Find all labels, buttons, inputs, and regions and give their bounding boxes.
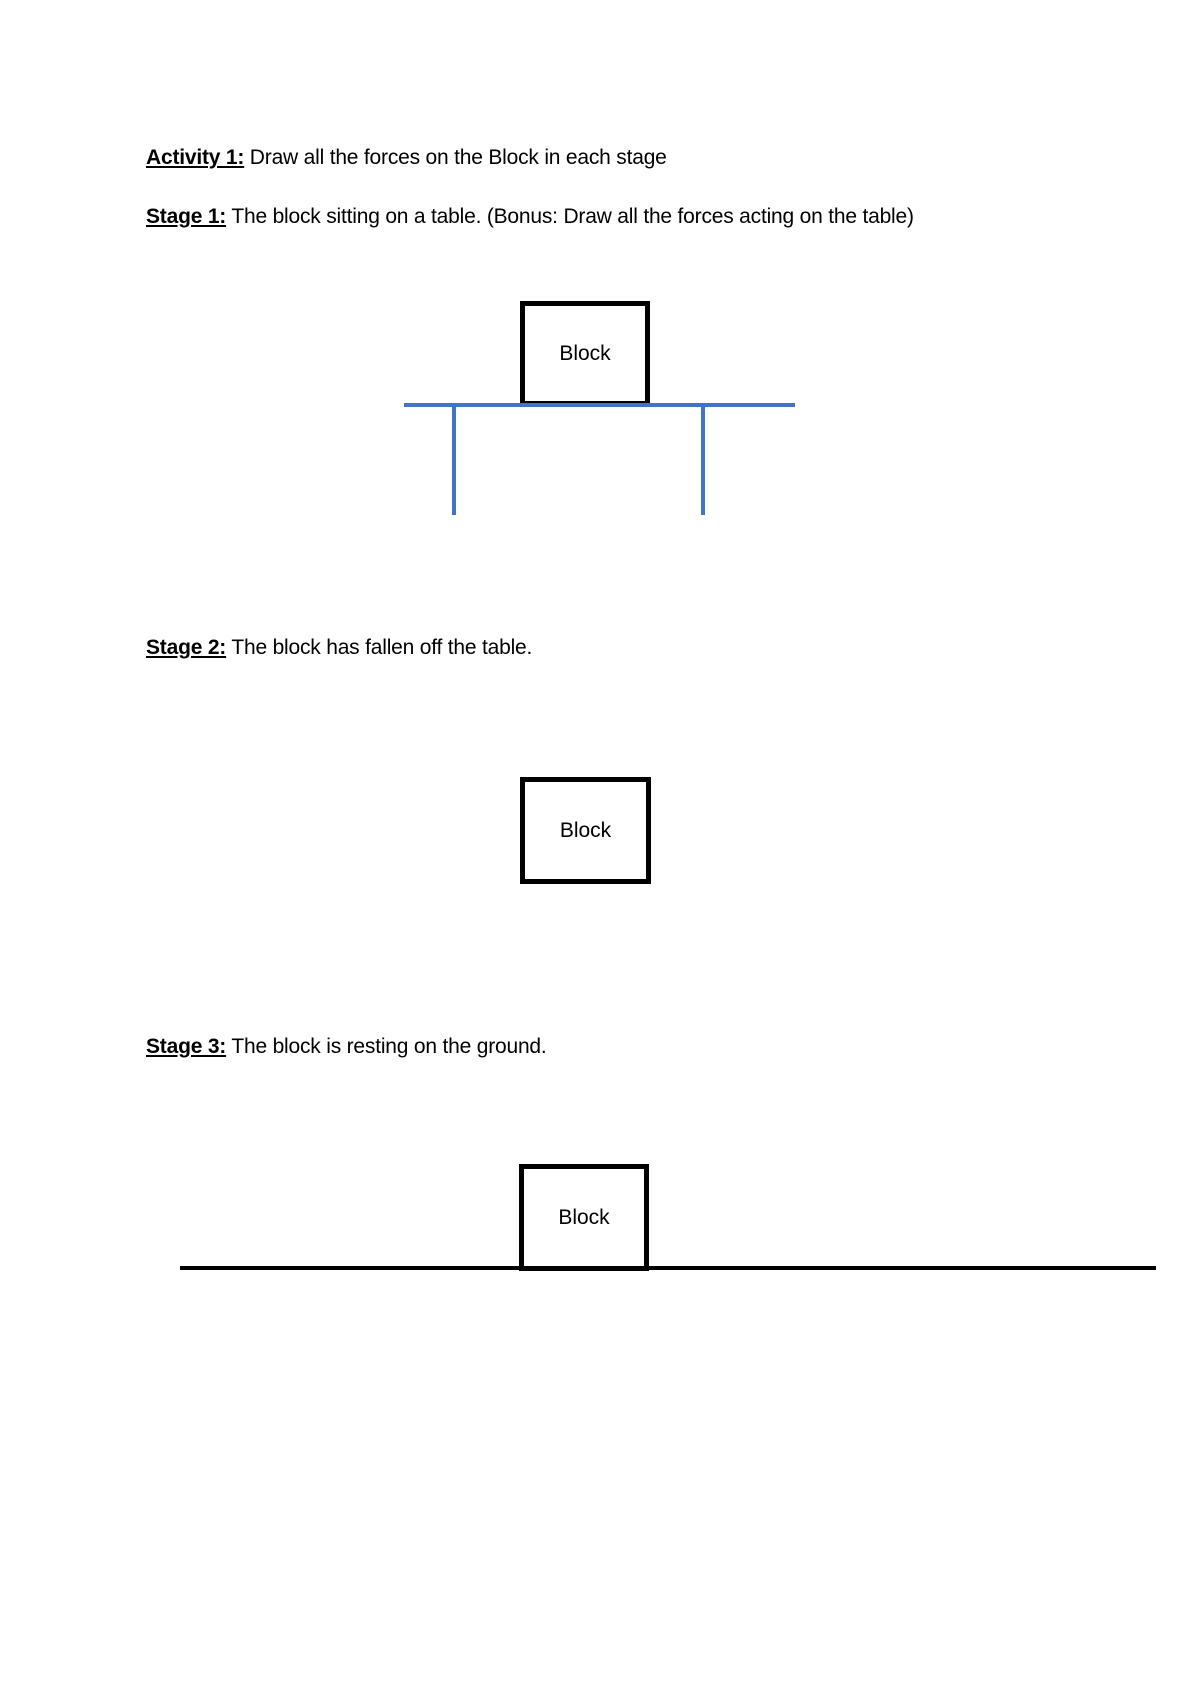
stage-2-block: Block [520, 777, 651, 884]
table-leg-right [701, 405, 705, 515]
stage-2-label: Stage 2: [146, 636, 227, 659]
block-label: Block [559, 818, 612, 842]
ground-line [180, 1266, 1156, 1270]
stage-3-text: The block is resting on the ground. [226, 1035, 547, 1058]
stage-1-block: Block [520, 301, 650, 406]
activity-text: Draw all the forces on the Block in each… [244, 146, 667, 169]
stage-3-heading: Stage 3: The block is resting on the gro… [146, 1035, 547, 1059]
stage-3-label: Stage 3: [146, 1035, 227, 1058]
stage-1-label: Stage 1: [146, 205, 227, 228]
activity-label: Activity 1: [146, 146, 245, 169]
table-top [404, 403, 795, 407]
activity-heading: Activity 1: Draw all the forces on the B… [146, 146, 667, 170]
stage-2-text: The block has fallen off the table. [226, 636, 533, 659]
stage-2-heading: Stage 2: The block has fallen off the ta… [146, 636, 532, 660]
block-label: Block [558, 1205, 610, 1229]
table-leg-left [452, 405, 456, 515]
stage-1-heading: Stage 1: The block sitting on a table. (… [146, 205, 914, 229]
stage-1-text: The block sitting on a table. (Bonus: Dr… [226, 205, 914, 228]
stage-3-block: Block [519, 1164, 649, 1271]
block-label: Block [559, 341, 611, 365]
